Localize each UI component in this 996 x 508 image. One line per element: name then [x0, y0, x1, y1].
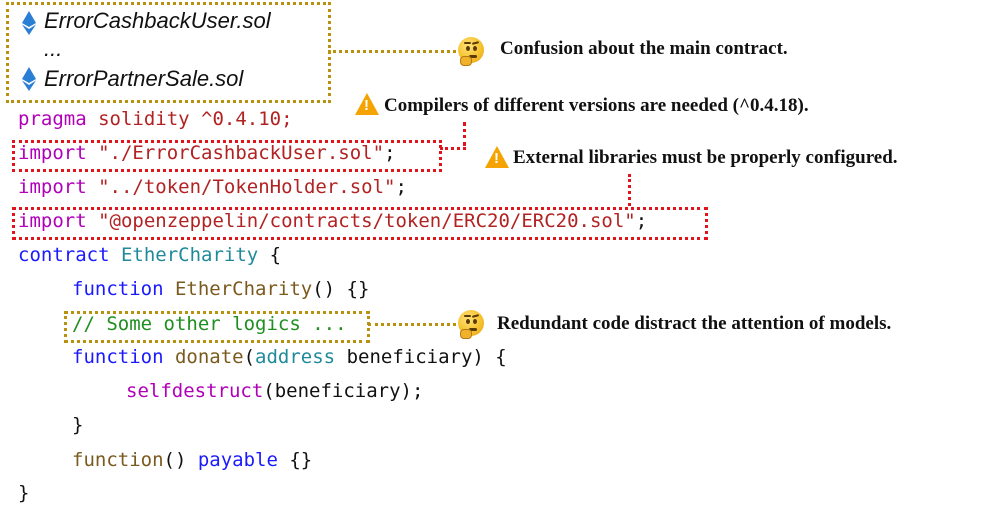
semicolon: ;	[384, 142, 396, 164]
connector-compilers-h	[440, 147, 466, 150]
paren-open: (	[243, 346, 256, 368]
ethereum-icon	[22, 67, 36, 91]
annotation-redundant: Redundant code distract the attention of…	[497, 313, 892, 334]
file-ellipsis: ...	[44, 36, 63, 61]
param-name: beneficiary	[335, 346, 473, 368]
brace: {	[258, 244, 282, 266]
code-line-contract: contract EtherCharity {	[18, 244, 281, 266]
annotation-compilers: Compilers of different versions are need…	[384, 95, 809, 116]
code-line-comment: // Some other logics ...	[72, 313, 347, 335]
builtin-selfdestruct: selfdestruct	[126, 380, 264, 402]
keyword-payable: payable	[197, 449, 278, 471]
code-line-import-3: import "@openzeppelin/contracts/token/ER…	[18, 210, 647, 232]
import-path: "./ErrorCashbackUser.sol"	[86, 142, 385, 164]
code-line-selfdestruct: selfdestruct(beneficiary);	[126, 380, 423, 402]
function-body: {}	[277, 449, 313, 471]
import-path: "../token/TokenHolder.sol"	[86, 176, 396, 198]
thinking-face-icon	[458, 310, 484, 339]
connector-redundant	[368, 323, 456, 326]
code-line-fallback: function() payable {}	[72, 449, 312, 471]
keyword-import: import	[18, 142, 87, 164]
annotation-main-contract: Confusion about the main contract.	[500, 38, 788, 59]
warning-icon: !	[485, 146, 509, 168]
import-highlight-box-1	[12, 140, 442, 172]
keyword-pragma: pragma	[18, 108, 87, 130]
keyword-import: import	[18, 176, 87, 198]
code-line-pragma: pragma solidity ^0.4.10;	[18, 108, 293, 130]
connector-compilers	[463, 122, 466, 146]
file-name-2: ErrorPartnerSale.sol	[44, 66, 244, 91]
call-args: (beneficiary);	[263, 380, 424, 402]
ethereum-icon	[22, 11, 36, 35]
keyword-function: function	[72, 278, 164, 300]
function-name: EtherCharity	[163, 278, 313, 300]
code-line-constructor: function EtherCharity() {}	[72, 278, 369, 300]
code-line-import-1: import "./ErrorCashbackUser.sol";	[18, 142, 396, 164]
code-line-donate: function donate(address beneficiary) {	[72, 346, 507, 368]
keyword-contract: contract	[18, 244, 110, 266]
warning-icon: !	[355, 93, 379, 115]
keyword-import: import	[18, 210, 87, 232]
code-line-close-contract: }	[18, 482, 30, 504]
thinking-face-icon	[458, 37, 484, 66]
connector-libraries	[628, 174, 631, 206]
pragma-version: solidity ^0.4.10;	[86, 108, 293, 130]
contract-name: EtherCharity	[109, 244, 259, 266]
function-body: () {}	[312, 278, 370, 300]
code-line-close-donate: }	[72, 414, 84, 436]
paren: ()	[163, 449, 198, 471]
comment-highlight-box	[64, 311, 370, 343]
import-highlight-box-2	[12, 207, 708, 240]
connector-main-contract	[328, 50, 456, 53]
paren-close: ) {	[472, 346, 507, 368]
import-path: "@openzeppelin/contracts/token/ERC20/ERC…	[86, 210, 636, 232]
keyword-function: function	[72, 449, 164, 471]
file-name-1: ErrorCashbackUser.sol	[44, 8, 271, 33]
function-name: donate	[163, 346, 244, 368]
semicolon: ;	[635, 210, 648, 232]
annotation-libraries: External libraries must be properly conf…	[513, 147, 898, 168]
type-address: address	[255, 346, 336, 368]
code-line-import-2: import "../token/TokenHolder.sol";	[18, 176, 407, 198]
semicolon: ;	[395, 176, 407, 198]
keyword-function: function	[72, 346, 164, 368]
